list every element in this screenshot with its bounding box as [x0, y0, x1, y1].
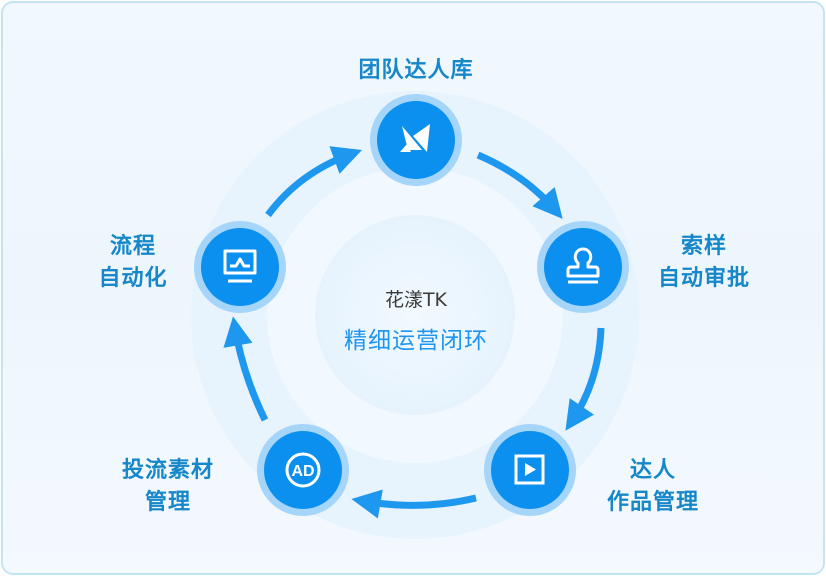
node-team-creator-library[interactable] — [370, 94, 462, 186]
label-line: 管理 — [144, 490, 191, 515]
label-line: 投流素材 — [121, 458, 214, 483]
video-play-icon — [514, 454, 545, 485]
arrow-library-to-approval — [476, 151, 563, 219]
center-disc — [315, 215, 515, 415]
stamp-icon — [566, 247, 600, 284]
label-line: 达人 — [629, 458, 676, 483]
label-line: 流程 — [109, 234, 156, 259]
label-line: 自动化 — [98, 266, 168, 291]
label-ad-material: 投流素材 管理 — [103, 455, 233, 519]
monitor-pulse-icon — [223, 249, 257, 283]
label-creator-works: 达人 作品管理 — [588, 455, 718, 519]
arrow-works-to-material — [351, 489, 477, 519]
node-creator-works[interactable] — [484, 424, 576, 516]
ad-badge-icon: AD — [285, 452, 321, 488]
arrow-approval-to-works — [565, 327, 605, 431]
node-ad-material[interactable]: AD — [257, 424, 349, 516]
node-process-automation[interactable] — [194, 221, 286, 313]
label-team-creator-library: 团队达人库 — [336, 55, 496, 87]
label-sample-approval: 索样 自动审批 — [639, 231, 769, 295]
center-title: 花漾TK — [384, 289, 448, 311]
arrow-automation-to-library — [265, 146, 363, 218]
label-line: 作品管理 — [606, 490, 699, 515]
center-subtitle: 精细运营闭环 — [344, 328, 488, 354]
arrow-material-to-automation — [223, 316, 269, 422]
label-line: 自动审批 — [657, 266, 750, 291]
node-sample-approval[interactable] — [537, 221, 629, 313]
paper-plane-bird-icon — [400, 124, 430, 152]
svg-text:AD: AD — [291, 463, 314, 480]
label-line: 团队达人库 — [358, 58, 474, 83]
label-process-automation: 流程 自动化 — [68, 231, 198, 295]
label-line: 索样 — [680, 234, 727, 259]
